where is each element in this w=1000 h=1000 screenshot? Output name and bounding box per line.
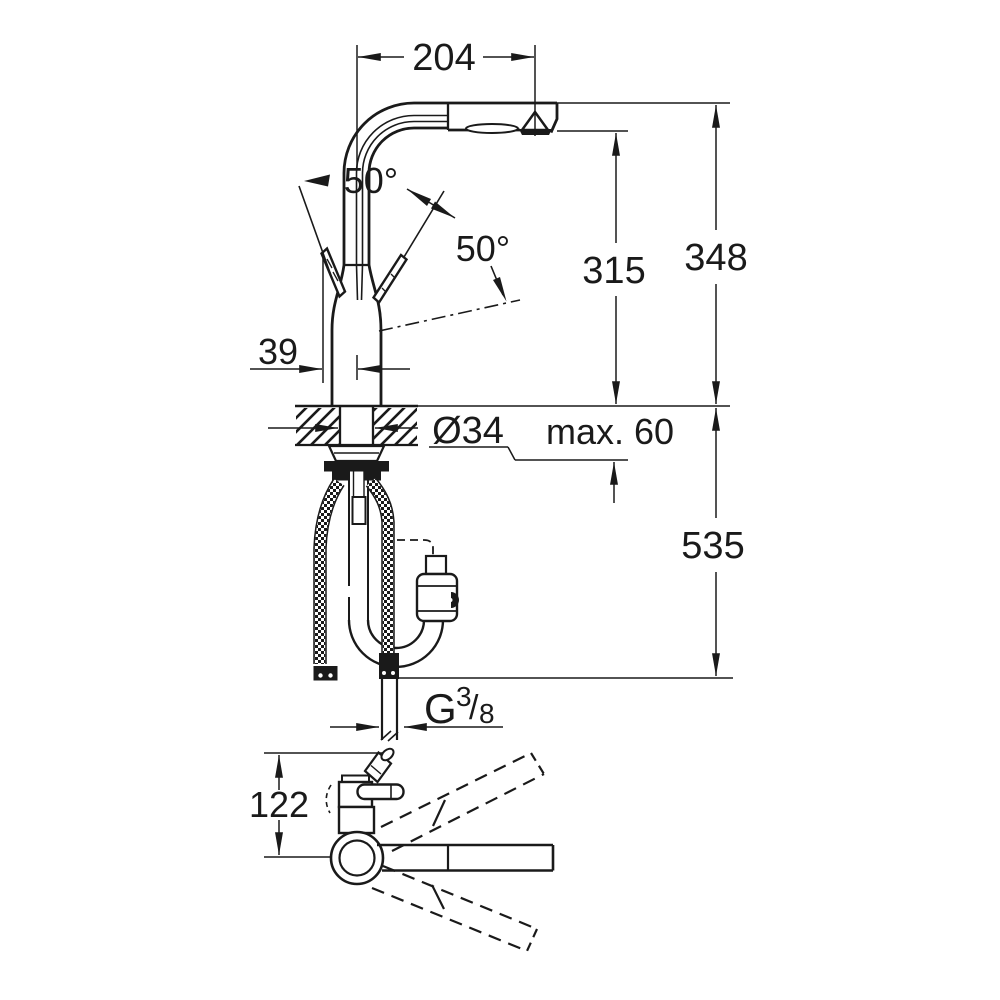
hose-weight-block — [397, 539, 459, 623]
thread-denominator: 8 — [479, 698, 495, 729]
thread-slash: / — [469, 689, 479, 727]
dim-max-deck: max. 60 — [515, 411, 674, 503]
arrowhead — [407, 189, 431, 206]
dim-204: 204 — [356, 37, 536, 170]
total-height-label: 348 — [684, 237, 747, 279]
dim-39: 39 — [250, 331, 410, 380]
deck-hatch-right — [374, 408, 417, 444]
arrowhead — [431, 201, 455, 218]
hose-end-fitting — [379, 653, 399, 679]
lever-open — [371, 253, 409, 305]
spray-button — [465, 123, 519, 134]
swing-right-label: 50° — [456, 228, 510, 269]
side-lever — [356, 783, 405, 801]
hose-length-label: 535 — [681, 525, 744, 567]
arrowhead — [493, 277, 507, 302]
connection-thread: G 3 / 8 — [330, 677, 733, 742]
spout-height-label: 315 — [582, 250, 645, 292]
hose-nut-left — [332, 471, 349, 481]
front-view: 50° 50° 204 — [250, 37, 748, 742]
dim-315: 315 — [557, 130, 646, 405]
hose-end-fitting — [313, 666, 338, 681]
spout-reach-label: 204 — [412, 37, 475, 79]
mounting-nut — [324, 461, 389, 472]
dim-hole-diameter: Ø34 — [268, 410, 516, 461]
side-spray-head — [363, 747, 395, 784]
side-spout-swivel-up — [380, 752, 545, 852]
dim-535: 535 — [681, 407, 745, 676]
lever-closed — [320, 246, 347, 299]
dim-122: 122 — [249, 752, 383, 858]
thread-g-label: G — [424, 685, 457, 732]
lever-offset-label: 39 — [258, 331, 298, 372]
dim-swing-left: 50° — [298, 160, 398, 383]
mounting-hardware — [324, 444, 389, 481]
side-body — [325, 774, 405, 886]
side-spout-solid — [377, 843, 555, 872]
dim-swing-right: 50° — [378, 188, 521, 332]
deck-hatch-left — [296, 408, 339, 444]
thread-numerator: 3 — [456, 681, 472, 712]
supply-hose-right — [365, 477, 399, 679]
dim-348: 348 — [557, 102, 748, 405]
hole-diameter-label: Ø34 — [432, 410, 504, 452]
swing-left-label: 50° — [344, 160, 398, 201]
max-deck-label: max. 60 — [546, 411, 674, 452]
faucet-spout — [342, 101, 557, 301]
hose-nut-right — [364, 471, 381, 481]
side-view: 122 — [249, 747, 555, 953]
arrowhead — [304, 174, 330, 187]
block-notch — [451, 592, 459, 608]
side-spout-swivel-down — [371, 864, 539, 953]
supply-hose-left — [313, 478, 345, 681]
countertop-section — [295, 404, 730, 447]
side-height-label: 122 — [249, 784, 309, 825]
